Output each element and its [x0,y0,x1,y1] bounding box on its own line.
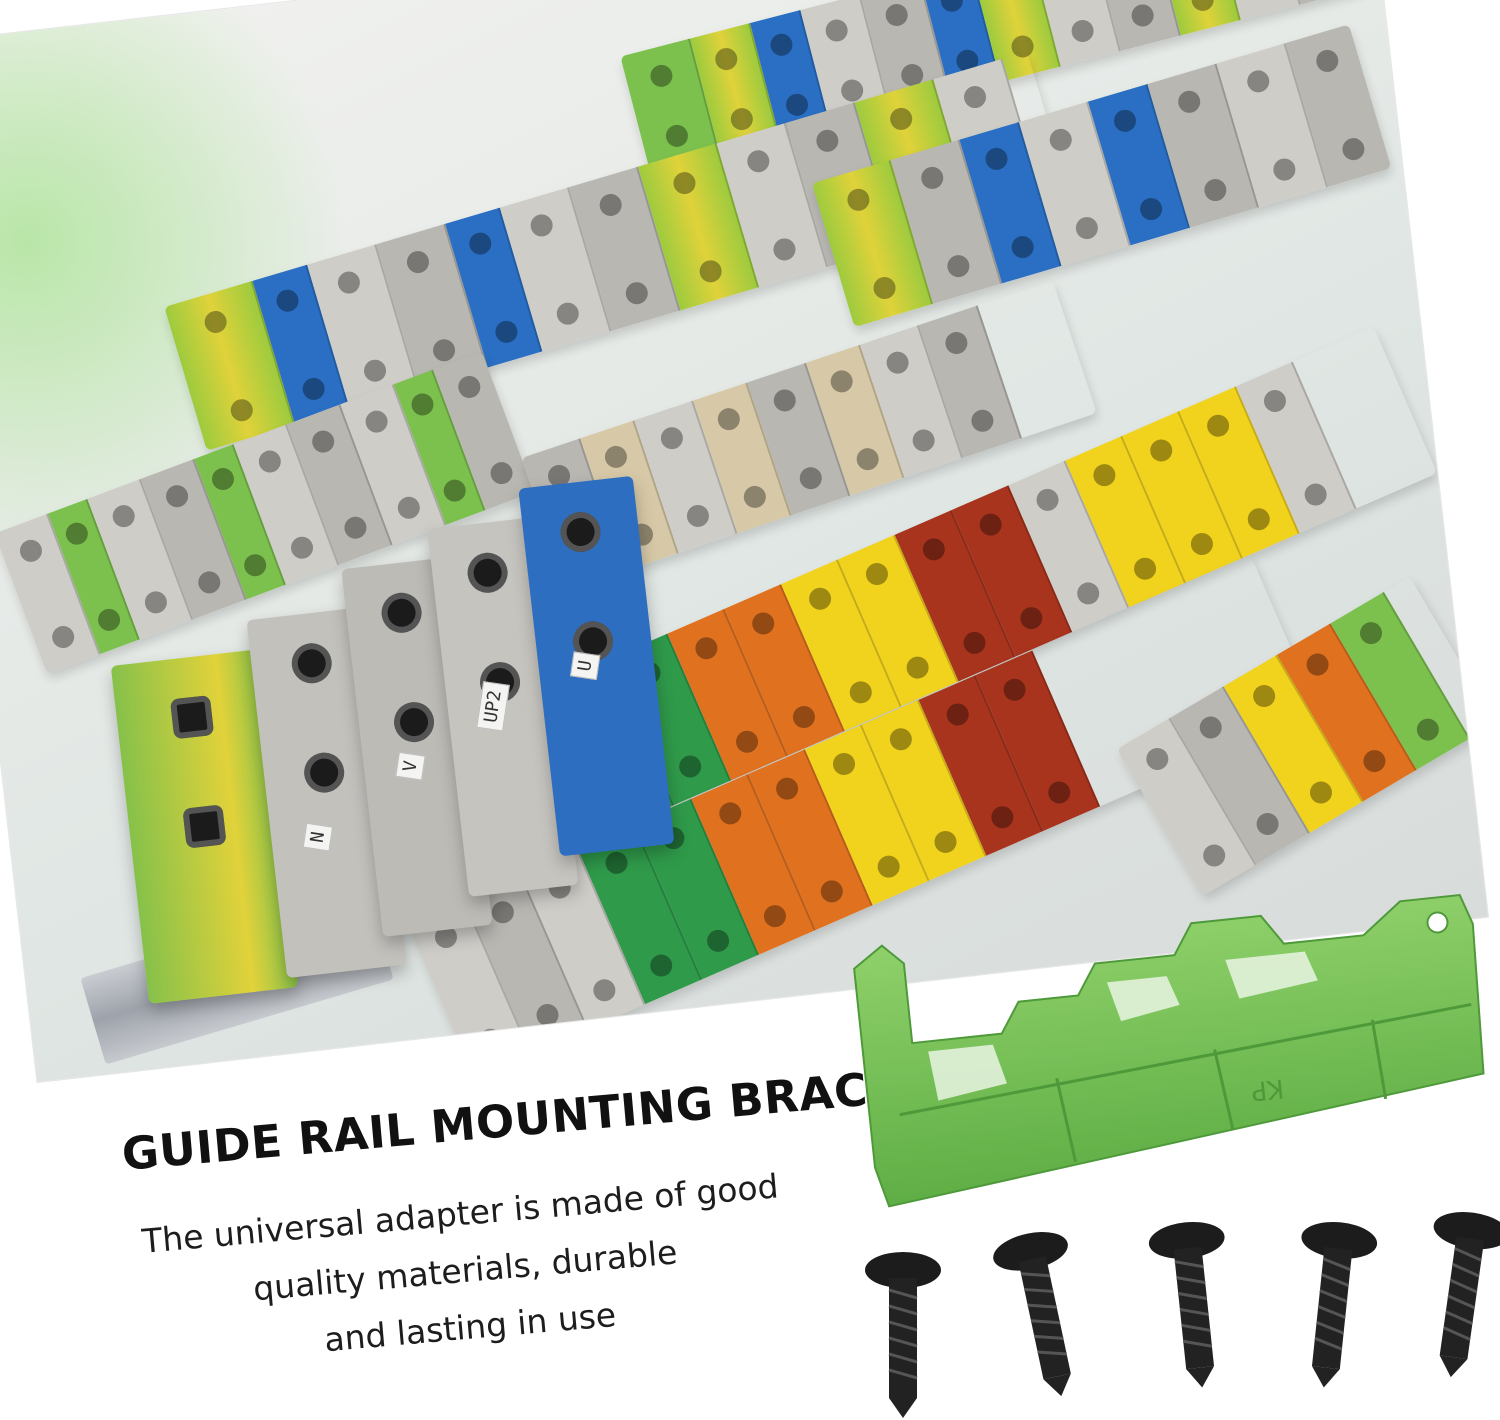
screw-icon [865,1252,941,1418]
bracket-icon: KP [853,893,1485,1208]
marker-up2: UP2 [476,681,510,732]
marker-n: N [302,822,334,852]
product-title: GUIDE RAIL MOUNTING BRACKET [119,1054,968,1181]
screw-icon [1301,1221,1378,1388]
screw-icon [993,1232,1071,1397]
marker-v: V [395,751,426,781]
mounting-bracket: KP [840,863,1500,1228]
screw-icon [1148,1221,1225,1388]
marker-u: U [570,651,601,681]
screw-set [858,1210,1500,1418]
screw-icon [1433,1211,1500,1378]
embossed-kp: KP [1250,1073,1286,1106]
product-description: The universal adapter is made of good qu… [140,1166,792,1395]
